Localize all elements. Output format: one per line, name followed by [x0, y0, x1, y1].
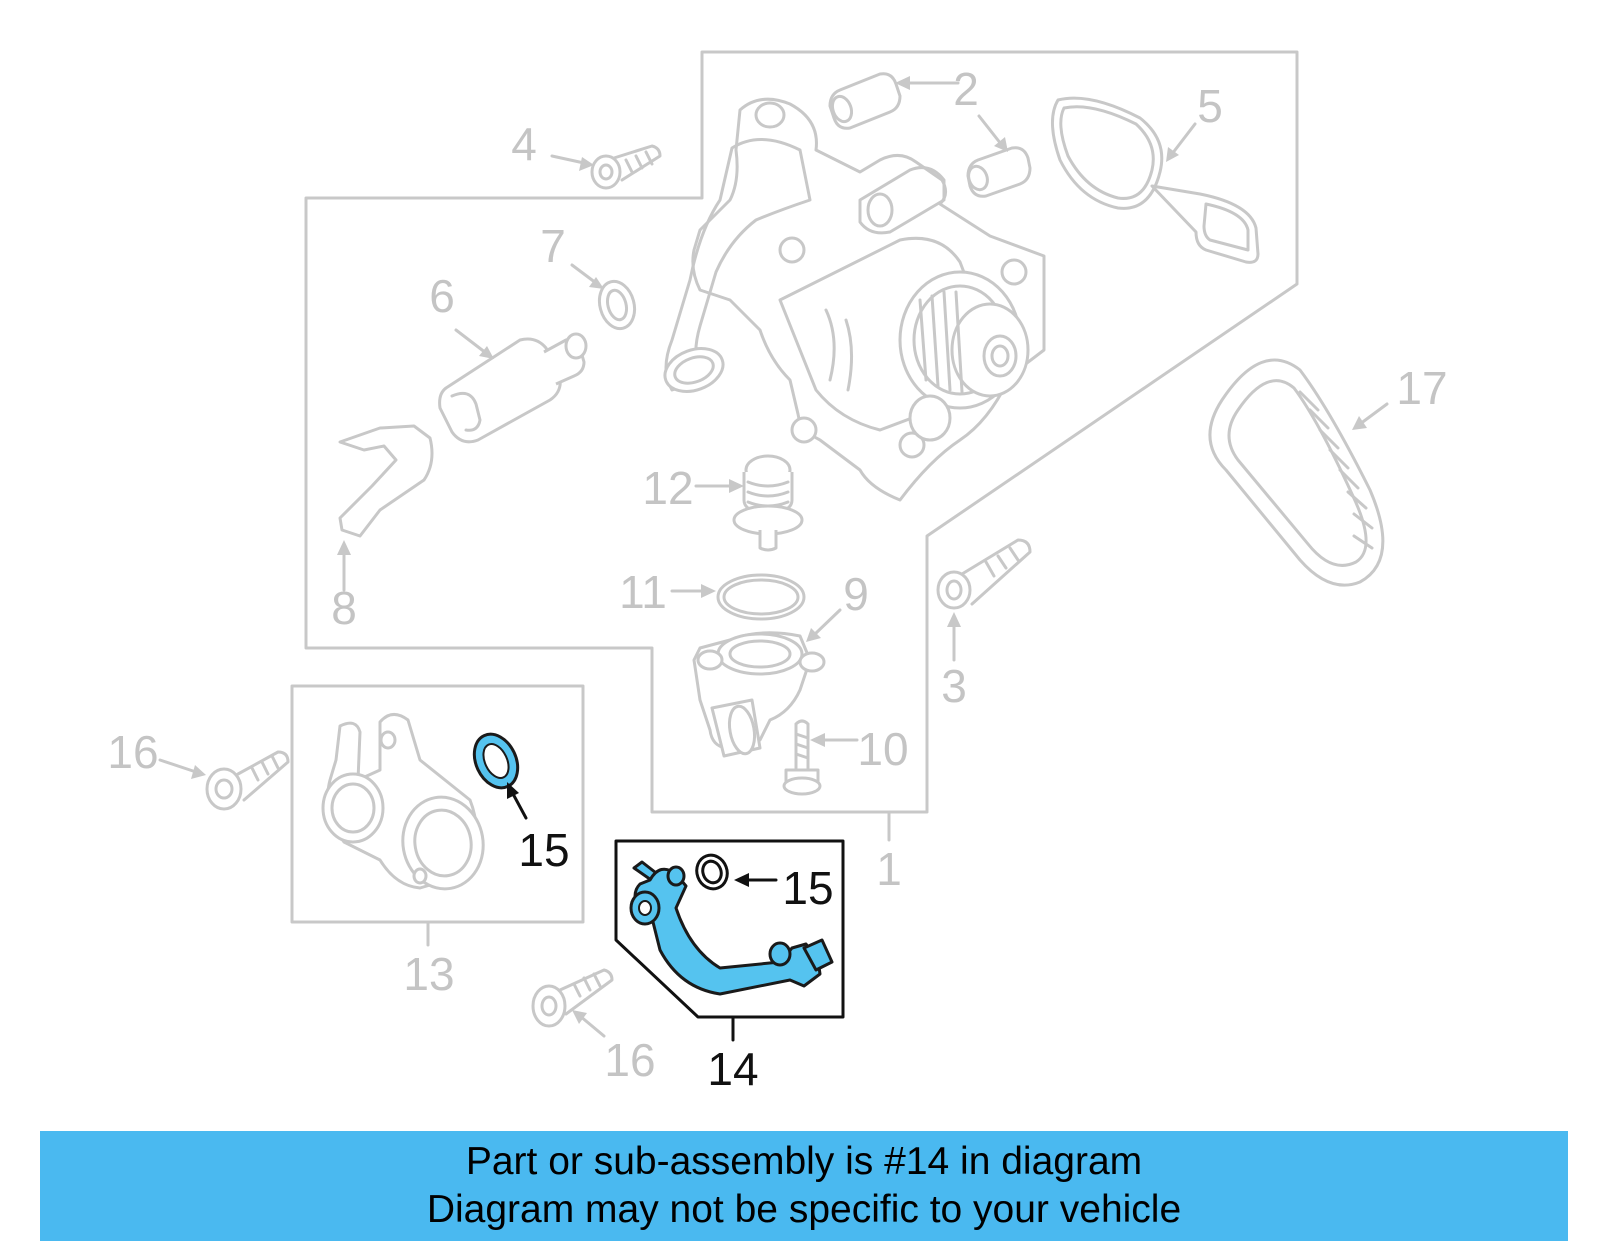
coolant-pipe-part-14-icon — [629, 860, 834, 996]
label-15-lower: 15 — [782, 862, 833, 914]
bolt-part-16-lower-icon — [531, 968, 614, 1028]
banner-line-2: Diagram may not be specific to your vehi… — [426, 1188, 1182, 1231]
label-6: 6 — [429, 270, 455, 322]
label-2: 2 — [953, 63, 979, 115]
label-4: 4 — [511, 118, 537, 170]
label-15-upper: 15 — [518, 824, 569, 876]
temperature-sensor-part-6-icon — [438, 332, 588, 444]
water-pump-housing-icon — [663, 97, 1046, 502]
o-ring-part-11-icon — [716, 573, 806, 621]
disclaimer-banner: Part or sub-assembly is #14 in diagram D… — [40, 1131, 1568, 1241]
label-17: 17 — [1396, 362, 1447, 414]
o-ring-part-15-upper-inner-icon — [482, 743, 510, 779]
label-7: 7 — [540, 220, 566, 272]
assembly-14-boundary — [614, 839, 845, 1019]
coolant-flange-part-13-icon — [321, 713, 485, 891]
gasket-part-5-icon — [1051, 96, 1260, 264]
label-14: 14 — [707, 1043, 758, 1095]
banner-line-1: Part or sub-assembly is #14 in diagram — [465, 1140, 1143, 1183]
label-16-lower: 16 — [604, 1034, 655, 1086]
leader-arrows — [158, 76, 1389, 1038]
assembly-13-boundary — [290, 684, 585, 924]
label-10: 10 — [857, 723, 908, 775]
label-13: 13 — [403, 948, 454, 1000]
timing-belt-part-17-icon — [1208, 358, 1385, 587]
bolt-part-4-icon — [590, 144, 662, 190]
label-3: 3 — [941, 660, 967, 712]
thermostat-part-12-icon — [732, 454, 804, 552]
bolt-part-10-icon — [782, 719, 822, 796]
label-16-left: 16 — [107, 726, 158, 778]
assembly-1-boundary — [304, 50, 1299, 814]
label-9: 9 — [843, 568, 869, 620]
sleeve-part-2-icon — [828, 72, 1032, 198]
thermostat-housing-part-9-icon — [692, 631, 826, 758]
bolt-part-16-left-icon — [205, 750, 290, 811]
label-8: 8 — [331, 582, 357, 634]
bolt-part-3-icon — [936, 538, 1032, 610]
label-5: 5 — [1197, 80, 1223, 132]
label-11: 11 — [619, 566, 667, 618]
o-ring-part-7-icon — [597, 279, 637, 331]
bracket-part-8-icon — [338, 424, 434, 538]
label-1: 1 — [876, 843, 902, 895]
o-ring-part-15-lower-icon — [695, 853, 729, 891]
label-12: 12 — [642, 462, 693, 514]
